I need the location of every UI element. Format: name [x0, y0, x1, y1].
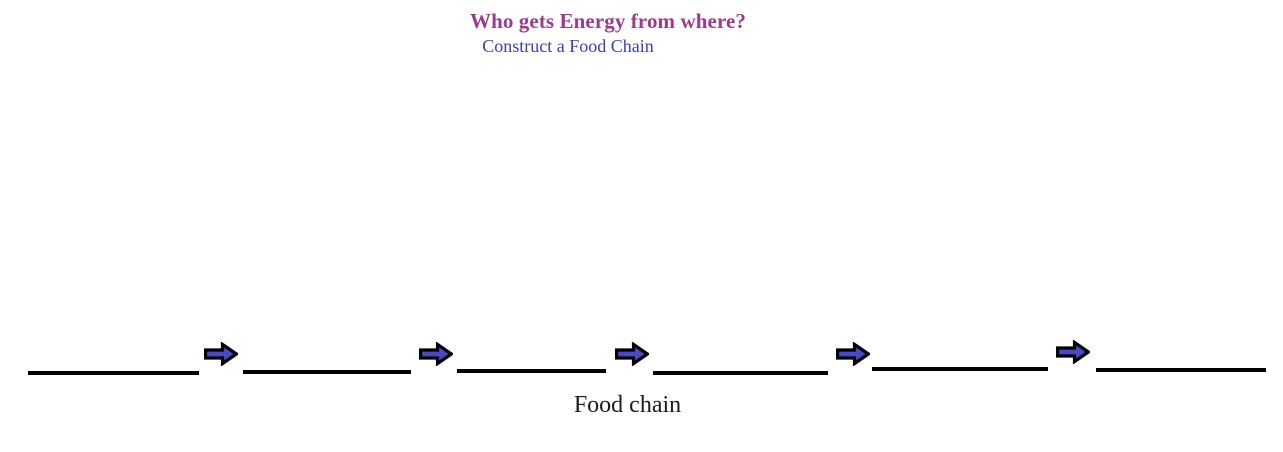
blank-line-5[interactable] — [872, 367, 1048, 371]
blank-line-2[interactable] — [243, 370, 411, 374]
blank-slot-6[interactable] — [1096, 336, 1266, 382]
blank-slot-1[interactable] — [28, 336, 199, 382]
arrow-right-icon — [204, 342, 238, 366]
page-subtitle: Construct a Food Chain — [482, 36, 654, 56]
blank-slot-3[interactable] — [457, 336, 606, 382]
arrow-right-icon — [836, 342, 870, 366]
page-title: Who gets Energy from where? — [469, 9, 747, 33]
blank-line-6[interactable] — [1096, 368, 1266, 372]
blank-slot-2[interactable] — [243, 336, 411, 382]
heading-block: Who gets Energy from where? Construct a … — [0, 8, 1216, 58]
arrow-right-icon — [419, 342, 453, 366]
blank-slot-4[interactable] — [653, 336, 828, 382]
blank-line-4[interactable] — [653, 371, 828, 375]
blank-line-1[interactable] — [28, 371, 199, 375]
food-chain-caption: Food chain — [573, 392, 682, 418]
food-chain-row — [0, 336, 1283, 382]
blank-line-3[interactable] — [457, 369, 606, 373]
blank-slot-5[interactable] — [872, 336, 1048, 382]
arrow-right-icon — [615, 342, 649, 366]
arrow-right-icon — [1056, 340, 1090, 364]
